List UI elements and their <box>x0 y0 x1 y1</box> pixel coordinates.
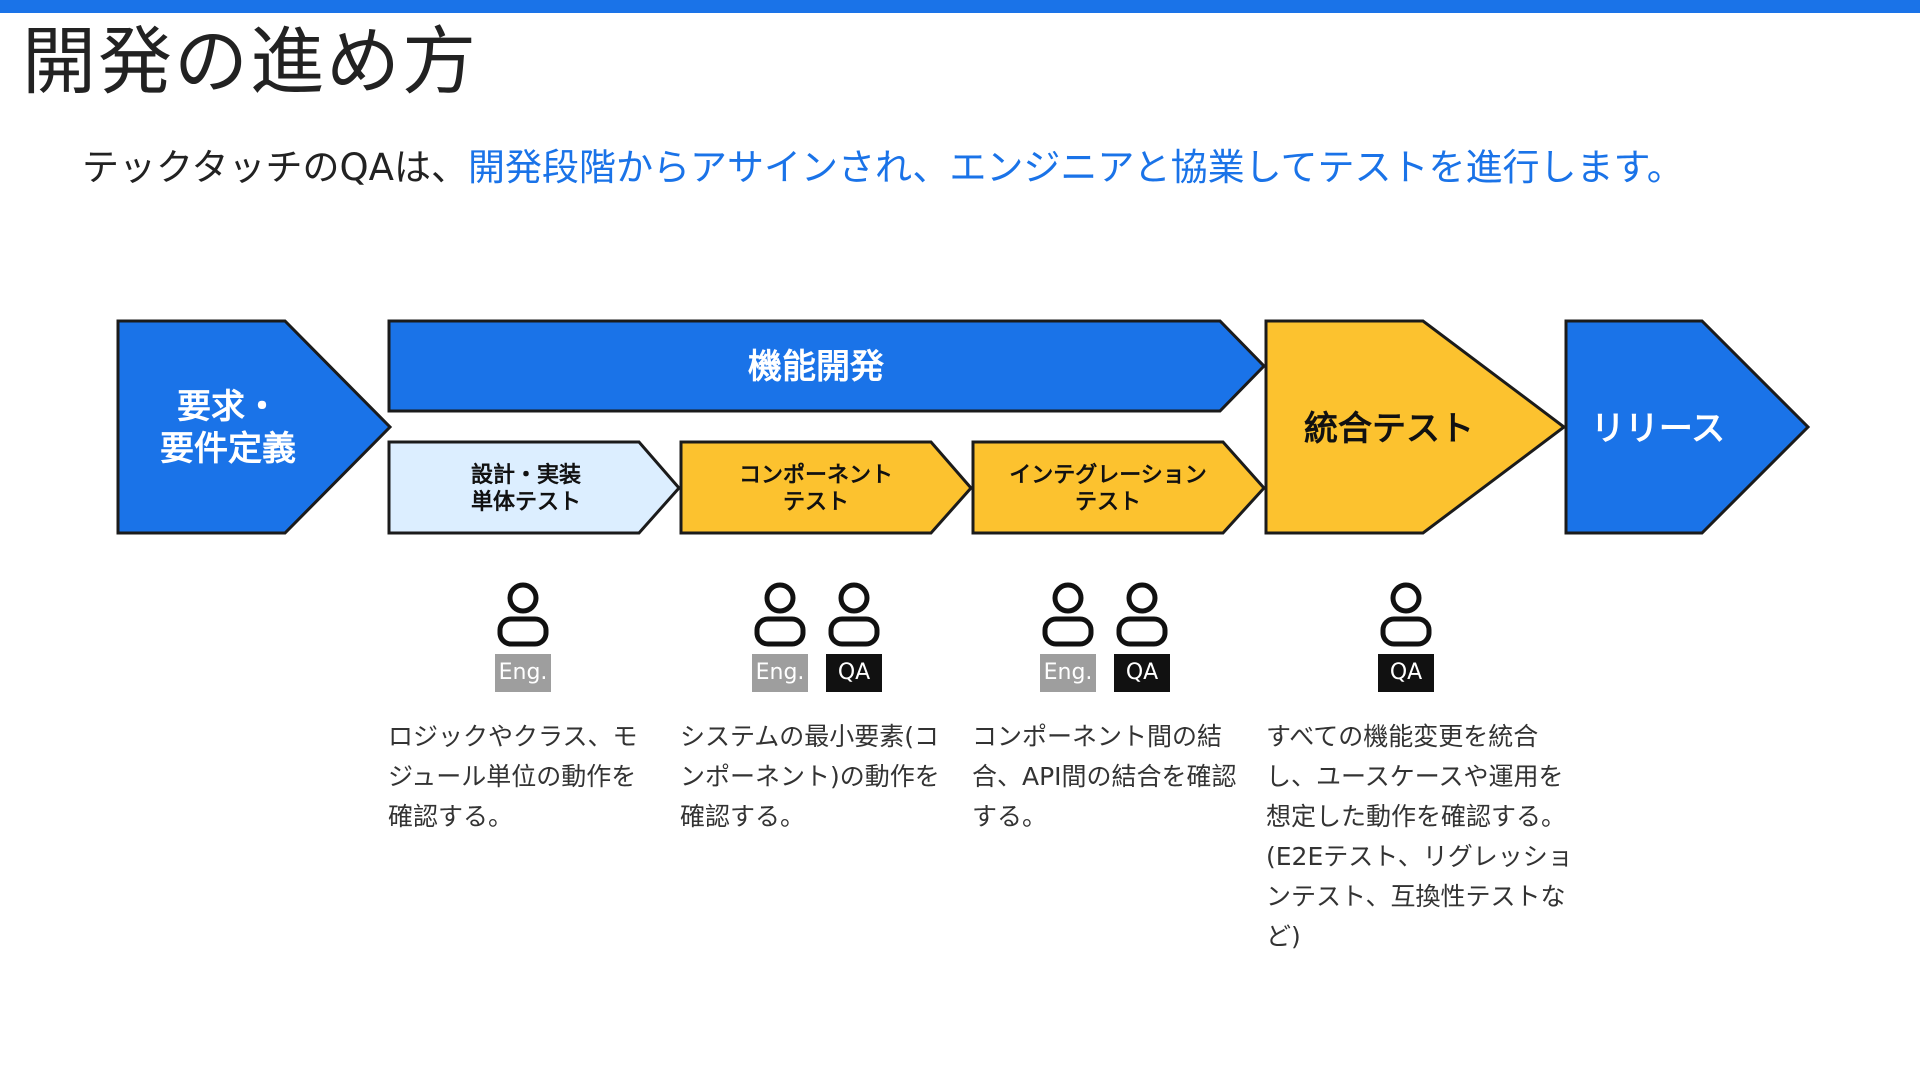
description-line: 想定した動作を確認する。 <box>1266 802 1567 831</box>
description-line: ロジックやクラス、モ <box>388 722 638 751</box>
integration-test-description: コンポーネント間の結 合、API間の結合を確認 する。 <box>972 717 1257 837</box>
eng-tag: Eng. <box>752 654 808 692</box>
person-icon <box>1380 582 1432 647</box>
requirements-arrow <box>116 319 393 535</box>
integration-test-arrow <box>971 440 1267 535</box>
description-line: 確認する。 <box>680 802 806 831</box>
eng-person: Eng. <box>748 582 812 696</box>
qa-tag: QA <box>1114 654 1170 692</box>
person-icon <box>1116 582 1168 647</box>
subtitle-highlight: 開発段階からアサインされ、エンジニアと協業してテストを進行します。 <box>467 146 1684 189</box>
system-test-description: すべての機能変更を統合 し、ユースケースや運用を 想定した動作を確認する。 (E… <box>1266 717 1586 957</box>
unit-test-arrow <box>387 440 681 535</box>
description-line: システムの最小要素(コ <box>680 722 940 751</box>
description-line: し、ユースケースや運用を <box>1266 762 1564 791</box>
person-icon <box>1042 582 1094 647</box>
description-line: する。 <box>972 802 1048 831</box>
description-line: ジュール単位の動作を <box>388 762 637 791</box>
integration-test-label-line2: テスト <box>1075 490 1141 515</box>
component-test-label-line2: テスト <box>783 490 849 515</box>
feature-development-label: 機能開発 <box>748 347 885 387</box>
feature-development-arrow <box>387 319 1267 413</box>
eng-tag: Eng. <box>495 654 551 692</box>
page-title: 開発の進め方 <box>22 19 478 105</box>
requirements-label-line1: 要求・ <box>177 387 279 427</box>
unit-test-label-line2: 単体テスト <box>471 489 581 515</box>
qa-person: QA <box>1110 582 1174 696</box>
person-icon <box>828 582 880 647</box>
eng-person: Eng. <box>491 582 555 696</box>
qa-tag: QA <box>1378 654 1434 692</box>
unit-test-description: ロジックやクラス、モ ジュール単位の動作を 確認する。 <box>388 717 658 837</box>
qa-person: QA <box>1374 582 1438 696</box>
top-accent-bar <box>0 0 1920 13</box>
component-test-label-line1: コンポーネント <box>739 462 893 488</box>
description-line: ンポーネント)の動作を <box>680 762 940 791</box>
qa-tag: QA <box>826 654 882 692</box>
description-line: 合、API間の結合を確認 <box>972 762 1237 791</box>
eng-person: Eng. <box>1036 582 1100 696</box>
description-line: ンテスト、互換性テストな <box>1266 882 1566 911</box>
description-line: 確認する。 <box>388 802 514 831</box>
component-test-description: システムの最小要素(コ ンポーネント)の動作を 確認する。 <box>680 717 965 837</box>
requirements-label-line2: 要件定義 <box>160 429 296 469</box>
description-line: すべての機能変更を統合 <box>1266 722 1539 751</box>
release-arrow <box>1564 319 1811 535</box>
person-icon <box>754 582 806 647</box>
system-test-label: 統合テスト <box>1304 409 1474 449</box>
subtitle: テックタッチのQAは、開発段階からアサインされ、エンジニアと協業してテストを進行… <box>82 142 1684 194</box>
description-line: (E2Eテスト、リグレッショ <box>1266 842 1573 871</box>
eng-tag: Eng. <box>1040 654 1096 692</box>
subtitle-prefix: テックタッチのQAは、 <box>82 146 468 189</box>
qa-person: QA <box>822 582 886 696</box>
unit-test-label-line1: 設計・実装 <box>471 462 581 488</box>
system-test-arrow <box>1264 319 1567 535</box>
integration-test-label-line1: インテグレーション <box>1009 462 1207 488</box>
person-icon <box>497 582 549 647</box>
description-line: ど) <box>1266 922 1301 951</box>
description-line: コンポーネント間の結 <box>972 722 1223 751</box>
release-label: リリース <box>1591 409 1725 449</box>
component-test-arrow <box>679 440 973 535</box>
